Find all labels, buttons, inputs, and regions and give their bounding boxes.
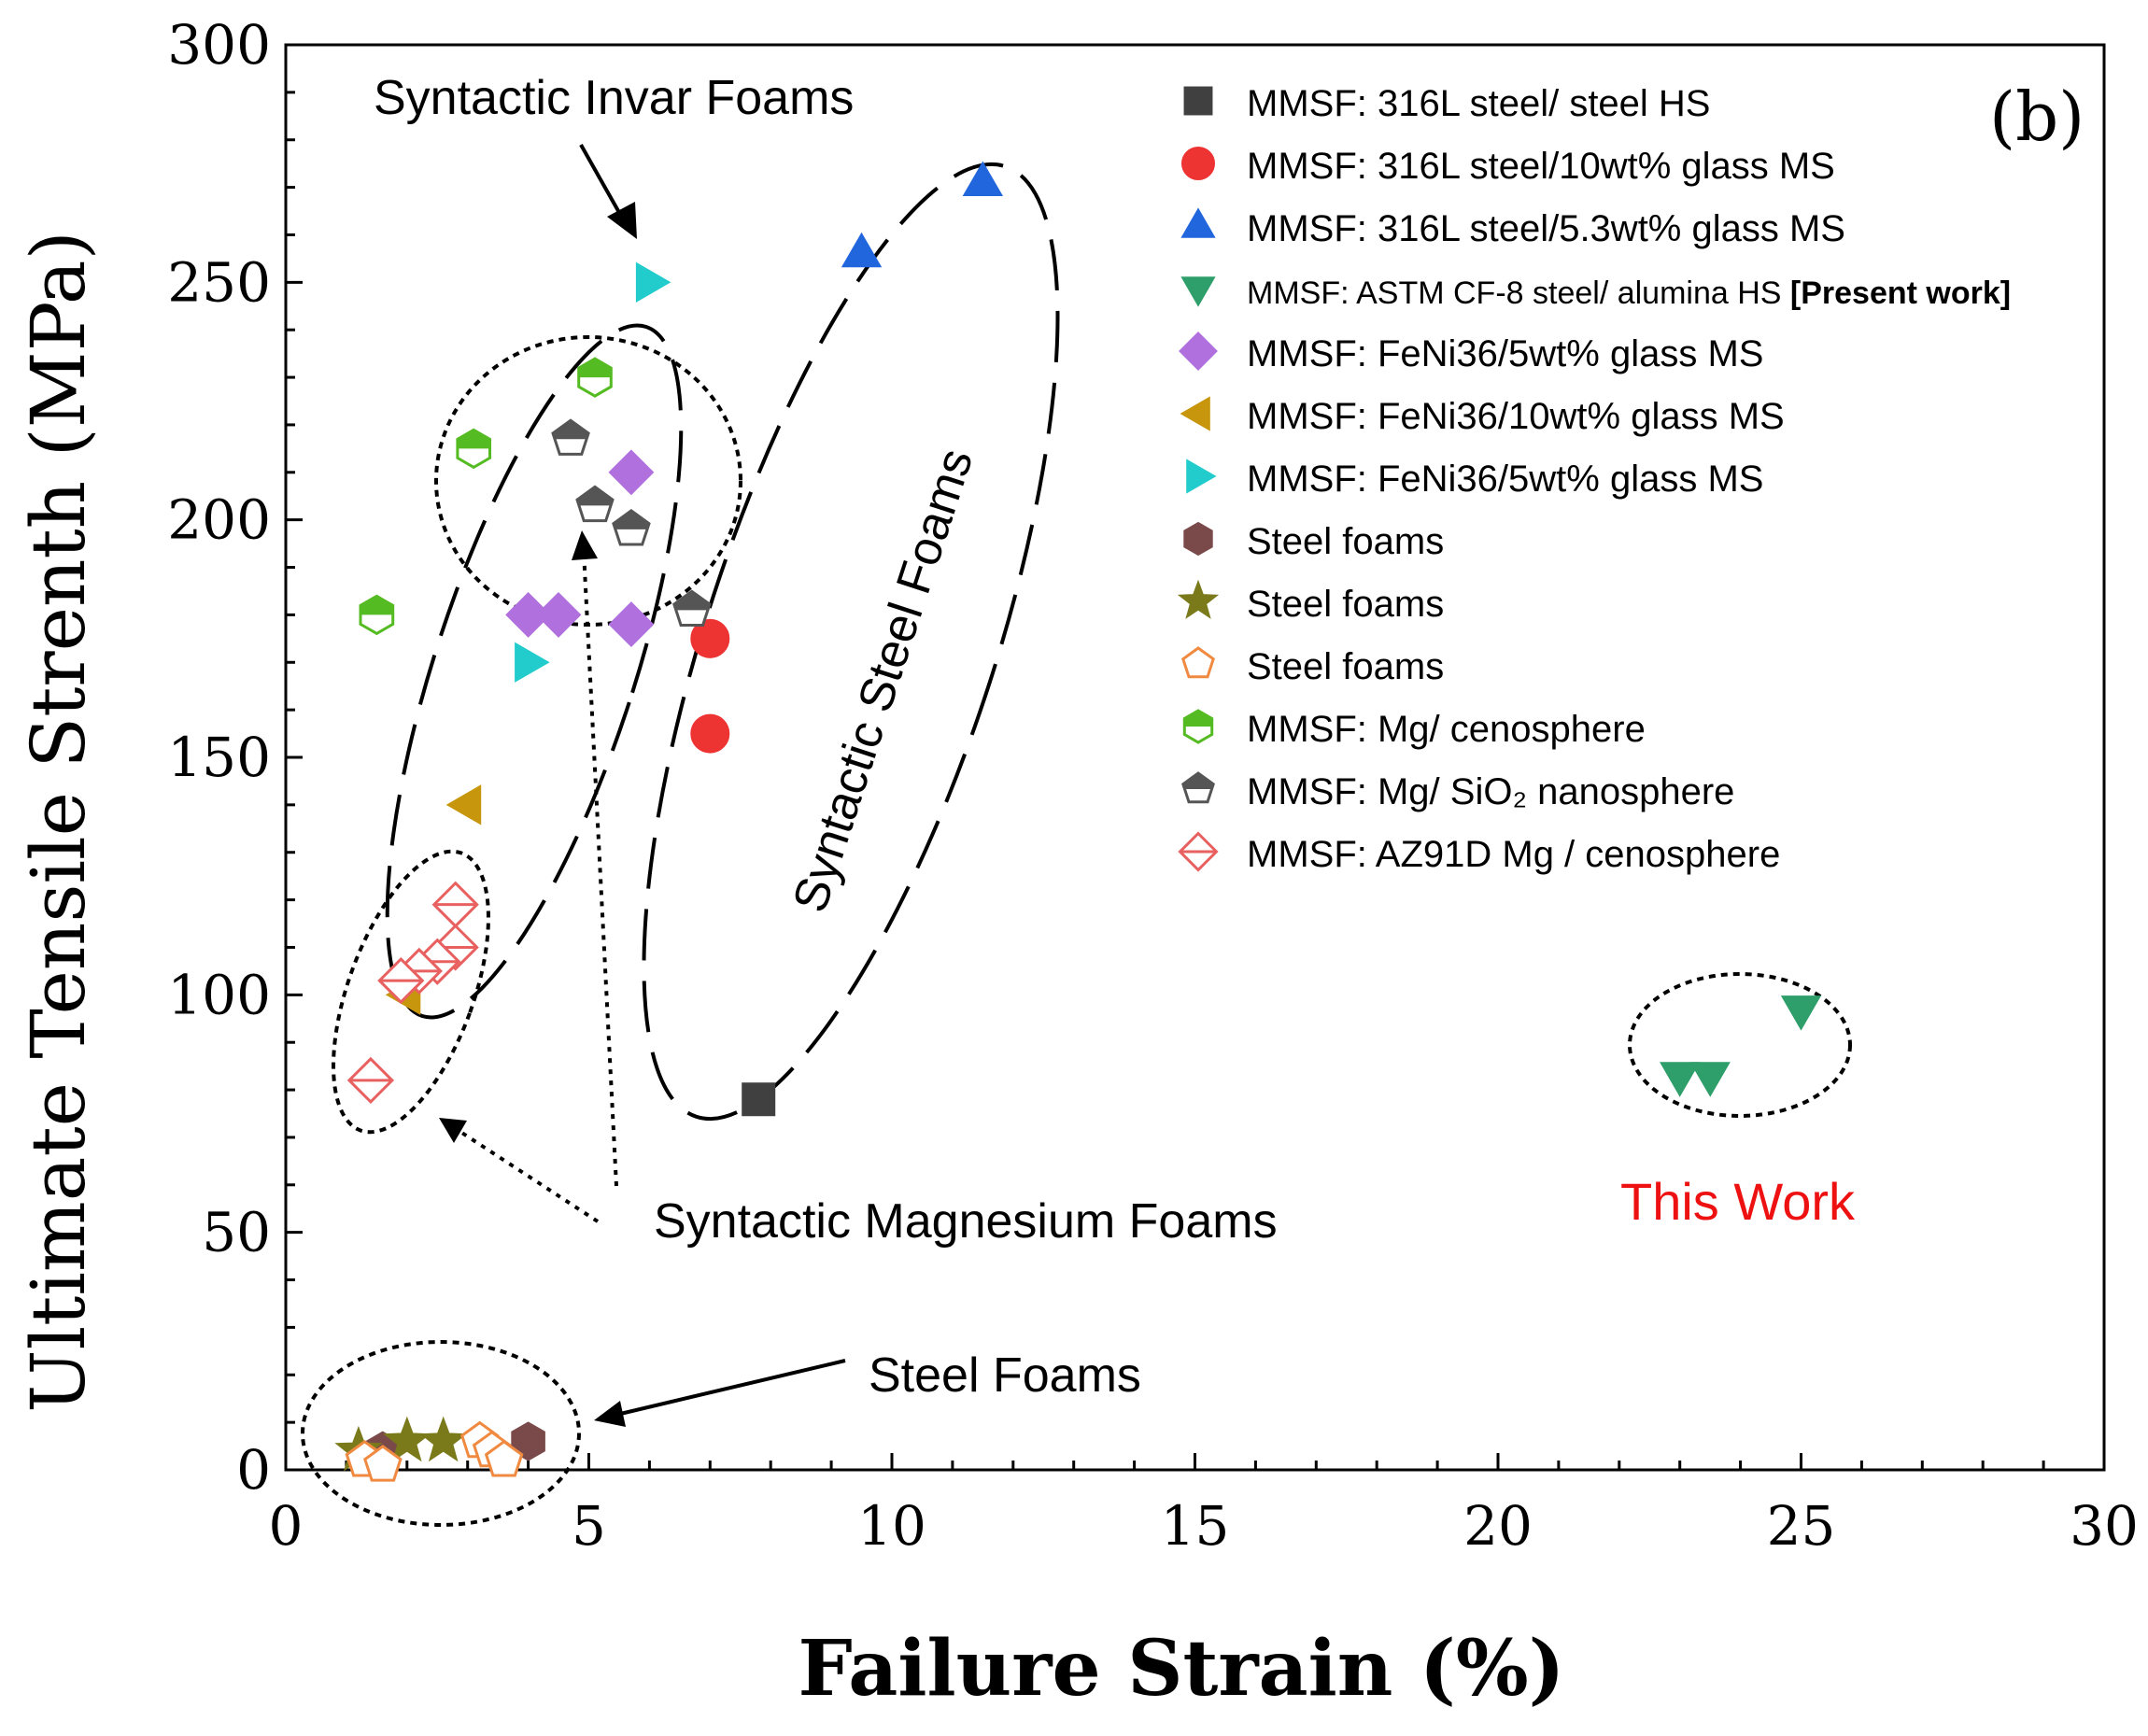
data-point-diamond xyxy=(608,601,655,648)
legend-label: MMSF: 316L steel/10wt% glass MS xyxy=(1247,146,1835,187)
legend-marker-triangle-up xyxy=(1180,207,1216,238)
data-point-triangle-down xyxy=(1660,1062,1701,1097)
mg-arrow-left xyxy=(456,1128,600,1223)
y-tick-label: 150 xyxy=(167,726,271,789)
mg-foams-ellipse-lower xyxy=(332,849,490,1135)
plot-frame xyxy=(284,43,2106,1472)
annotation-invar-foams: Syntactic Invar Foams xyxy=(374,71,854,125)
this-work-ellipse xyxy=(1628,972,1852,1118)
legend-label: MMSF: FeNi36/5wt% glass MS xyxy=(1247,333,1763,374)
data-point-hexagon xyxy=(511,1421,545,1461)
data-point-triangle-right xyxy=(635,261,671,303)
x-tick-label: 10 xyxy=(857,1494,926,1558)
data-point-diamond xyxy=(535,591,582,638)
legend-label: Steel foams xyxy=(1247,521,1444,562)
data-point-triangle-left xyxy=(445,784,482,826)
x-axis-ticks: 0 5 10 15 20 25 30 xyxy=(269,1453,2139,1558)
x-axis-label: Failure Strain (%) xyxy=(798,1624,1565,1714)
data-point-pentagon-half xyxy=(575,485,615,523)
annotation-arrows xyxy=(439,144,846,1427)
x-tick-label: 5 xyxy=(572,1494,606,1558)
data-point-square xyxy=(742,1082,776,1117)
legend-label: Steel foams xyxy=(1247,646,1444,687)
data-point-triangle-right xyxy=(515,642,550,683)
group-ellipses xyxy=(301,162,1852,1527)
data-point-hexagon-half xyxy=(359,594,395,636)
x-tick-label: 0 xyxy=(269,1494,304,1558)
legend-marker-triangle-right xyxy=(1186,459,1217,494)
legend-label: MMSF: 316L steel/5.3wt% glass MS xyxy=(1247,208,1845,249)
steel-foams-syntactic-ellipse xyxy=(642,162,1060,1122)
annotation-syntactic-steel-foams: Syntactic Steel Foams xyxy=(783,443,983,919)
legend-marker-hexagon xyxy=(1183,521,1213,557)
mg-arrow-up xyxy=(582,550,618,1187)
legend-label: MMSF: FeNi36/10wt% glass MS xyxy=(1247,396,1785,437)
legend-marker-square xyxy=(1183,86,1213,116)
data-point-diamond-open xyxy=(431,881,479,928)
legend-marker-pentagon xyxy=(1181,646,1215,679)
data-point-pentagon xyxy=(363,1445,403,1482)
data-point-pentagon-half xyxy=(672,589,712,627)
data-point-pentagon-half xyxy=(612,508,651,546)
legend-marker-triangle-down xyxy=(1180,276,1216,307)
data-point-circle xyxy=(690,713,730,754)
legend-label: MMSF: FeNi36/5wt% glass MS xyxy=(1247,459,1763,500)
y-axis-ticks: 0 50 100 150 200 250 300 xyxy=(167,13,303,1502)
legend-marker-triangle-left xyxy=(1180,396,1210,431)
data-point-diamond xyxy=(505,591,552,638)
data-point-triangle-up xyxy=(841,232,883,268)
y-tick-label: 0 xyxy=(236,1438,271,1502)
legend-marker-circle xyxy=(1181,147,1215,180)
data-point-circle xyxy=(690,618,730,658)
legend-marker-star xyxy=(1177,579,1220,619)
x-tick-label: 20 xyxy=(1463,1494,1533,1558)
data-point-hexagon-half xyxy=(577,357,613,398)
mg-arrow-left-head xyxy=(439,1118,467,1143)
data-point-diamond xyxy=(608,449,655,496)
x-tick-label: 15 xyxy=(1161,1494,1230,1558)
legend-label: MMSF: Mg/ cenosphere xyxy=(1247,709,1646,750)
data-point-diamond-open xyxy=(377,956,425,1005)
legend-marker-diamond xyxy=(1179,331,1218,372)
legend-marker-pentagon-half xyxy=(1181,771,1215,804)
y-axis-label: Ultimate Tensile Strenth (MPa) xyxy=(15,231,102,1413)
x-tick-label: 25 xyxy=(1767,1494,1836,1558)
data-point-triangle-up xyxy=(962,161,1004,196)
data-point-hexagon-half xyxy=(456,428,491,470)
legend-label: MMSF: Mg/ SiO₂ nanosphere xyxy=(1247,771,1734,812)
legend-label: Steel foams xyxy=(1247,584,1444,625)
y-tick-label: 250 xyxy=(167,250,271,314)
legend-label: MMSF: AZ91D Mg / cenosphere xyxy=(1247,834,1780,875)
invar-foams-ellipse xyxy=(385,323,684,1020)
data-point-triangle-down xyxy=(1780,995,1822,1031)
data-point-pentagon xyxy=(484,1439,524,1477)
legend-label: MMSF: 316L steel/ steel HS xyxy=(1247,83,1710,124)
data-point-star xyxy=(419,1416,468,1462)
x-tick-label: 30 xyxy=(2070,1494,2139,1558)
legend-marker-hexagon-half xyxy=(1182,709,1214,744)
legend-marker-diamond-open xyxy=(1178,831,1219,872)
data-point-triangle-down xyxy=(1689,1062,1731,1097)
annotation-this-work: This Work xyxy=(1620,1172,1856,1231)
legend: MMSF: 316L steel/ steel HS MMSF: 316L ste… xyxy=(1177,83,2011,875)
annotation-steel-foams: Steel Foams xyxy=(869,1348,1141,1403)
panel-label: (b) xyxy=(1989,78,2084,156)
invar-arrow-head xyxy=(607,202,637,239)
y-tick-label: 100 xyxy=(167,963,271,1026)
steel-foams-arrow xyxy=(615,1359,846,1417)
annotation-mg-foams: Syntactic Magnesium Foams xyxy=(654,1194,1278,1249)
y-tick-label: 300 xyxy=(167,13,271,77)
legend-label: MMSF: ASTM CF-8 steel/ alumina HS [Prese… xyxy=(1247,275,2011,311)
y-tick-label: 50 xyxy=(202,1201,271,1264)
data-points xyxy=(334,161,1822,1482)
y-tick-label: 200 xyxy=(167,488,271,552)
mg-arrow-up-head xyxy=(572,530,598,560)
steel-foams-ellipse xyxy=(301,1340,581,1527)
steel-foams-arrow-head xyxy=(594,1401,626,1427)
data-point-pentagon-half xyxy=(551,418,590,456)
data-point-diamond-open xyxy=(346,1056,395,1105)
